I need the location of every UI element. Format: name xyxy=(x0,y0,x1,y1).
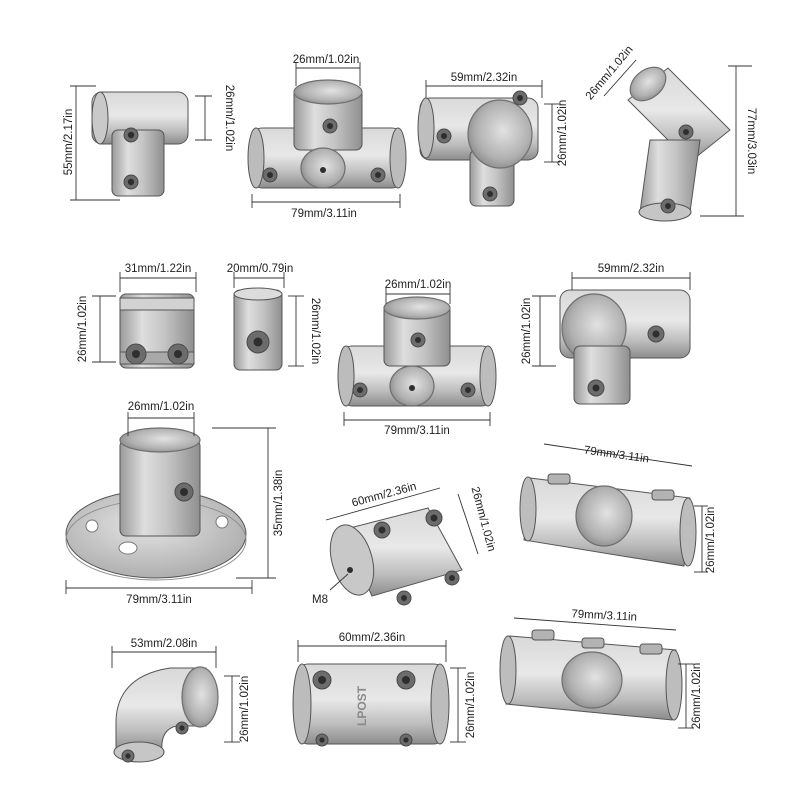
dim-coupler-double: 31mm/1.22in 26mm/1.02in xyxy=(77,263,197,363)
fitting-floor-flange xyxy=(65,427,247,581)
dim-collar-single: 20mm/0.79in 26mm/1.02in xyxy=(227,263,321,367)
fitting-long-tee-open-2 xyxy=(499,629,683,721)
dim-label: 79mm/3.11in xyxy=(583,445,650,466)
dim-label: 79mm/3.11in xyxy=(126,594,192,606)
fitting-coupler-double xyxy=(119,293,195,369)
dim-label: 60mm/2.36in xyxy=(339,632,405,644)
fitting-corner-3way xyxy=(559,289,691,405)
dim-corner-tee: 59mm/2.32in 26mm/1.02in xyxy=(425,72,569,166)
dim-label: 26mm/1.02in xyxy=(309,298,321,364)
dim-label: 26mm/1.02in xyxy=(465,672,477,738)
fitting-tee-short xyxy=(91,91,189,197)
dim-label: 26mm/1.02in xyxy=(521,298,533,364)
dim-label: 26mm/1.02in xyxy=(705,507,717,573)
dim-label: 79mm/3.11in xyxy=(571,608,637,623)
dim-label: 35mm/1.38in xyxy=(273,470,285,536)
fitting-angle-45 xyxy=(627,66,731,222)
fitting-three-way-cross xyxy=(247,79,407,189)
dim-three-way-cross: 26mm/1.02in 79mm/3.11in xyxy=(251,54,401,220)
dim-label: 53mm/2.08in xyxy=(131,638,197,650)
engraving-text: LPOST xyxy=(355,685,369,726)
dim-three-way-cross-2: 26mm/1.02in 79mm/3.11in xyxy=(343,279,491,437)
dim-tee-short: 55mm/2.17in 26mm/1.02in xyxy=(63,85,235,201)
dim-label: 26mm/1.02in xyxy=(557,100,569,166)
dim-label: 26mm/1.02in xyxy=(239,676,251,742)
dim-label: 79mm/3.11in xyxy=(291,208,357,220)
dim-label: 60mm/2.36in xyxy=(351,481,418,510)
dim-label: 26mm/1.02in xyxy=(385,279,451,291)
dim-label: 79mm/3.11in xyxy=(384,425,450,437)
dim-label: 20mm/0.79in xyxy=(227,263,293,275)
dim-label: 31mm/1.22in xyxy=(125,263,191,275)
fitting-straight-connector: LPOST xyxy=(292,663,450,747)
dim-label: 26mm/1.02in xyxy=(77,296,89,362)
fitting-corner-tee xyxy=(417,90,539,207)
dim-label: M8 xyxy=(312,594,328,606)
fitting-collar-single xyxy=(233,287,283,371)
dim-label: 26mm/1.02in xyxy=(584,44,636,103)
dim-label: 59mm/2.32in xyxy=(451,72,517,84)
dim-label: 55mm/2.17in xyxy=(63,109,75,175)
dim-label: 77mm/3.03in xyxy=(745,108,757,174)
dim-floor-flange: 26mm/1.02in 35mm/1.38in 79mm/3.11in xyxy=(65,401,285,606)
dim-label: 26mm/1.02in xyxy=(128,401,194,413)
dim-label: 26mm/1.02in xyxy=(293,54,359,66)
dim-corner-3way: 59mm/2.32in 26mm/1.02in xyxy=(521,263,691,367)
fitting-long-tee-open xyxy=(519,473,697,567)
dim-label: 59mm/2.32in xyxy=(598,263,664,275)
dim-label: 26mm/1.02in xyxy=(691,663,703,729)
dim-label: 26mm/1.02in xyxy=(223,85,235,151)
dim-straight-connector: 60mm/2.36in 26mm/1.02in xyxy=(297,632,477,743)
fitting-elbow-90 xyxy=(113,666,219,763)
fitting-cylinder-cross xyxy=(329,507,463,606)
fitting-three-way-cross-2 xyxy=(337,296,497,407)
dim-elbow-90: 53mm/2.08in 26mm/1.02in xyxy=(111,638,251,743)
dim-long-tee-open-2: 79mm/3.11in 26mm/1.02in xyxy=(513,608,703,729)
dim-label: 26mm/1.02in xyxy=(468,486,497,553)
